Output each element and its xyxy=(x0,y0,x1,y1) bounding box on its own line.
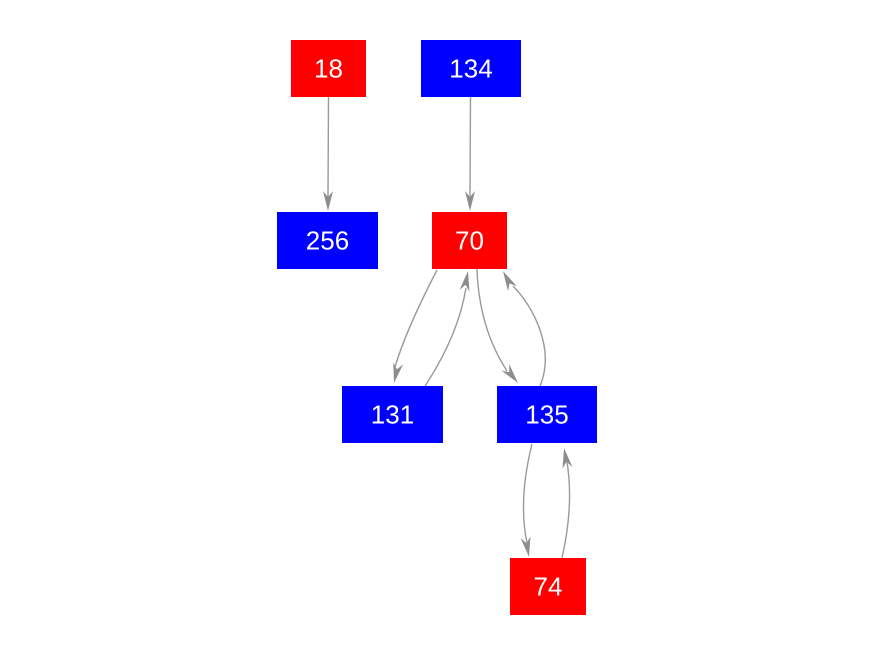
node-label: 70 xyxy=(455,226,484,256)
node-label: 74 xyxy=(534,572,563,602)
graph-node-256: 256 xyxy=(277,212,378,269)
node-box xyxy=(342,386,443,443)
edge-134-to-70 xyxy=(469,96,472,198)
arrowhead-131-to-70-icon xyxy=(459,271,470,292)
arrowhead-74-to-135-icon xyxy=(562,448,573,469)
node-label: 135 xyxy=(525,400,568,430)
graph-node-131: 131 xyxy=(342,386,443,443)
node-box xyxy=(277,212,378,269)
arrowhead-70-to-135-icon xyxy=(501,364,518,383)
graph-node-74: 74 xyxy=(510,558,586,615)
arrowhead-135-to-70-icon xyxy=(503,271,517,292)
arrowhead-18-to-256-icon xyxy=(323,191,333,211)
graph-node-70: 70 xyxy=(432,212,507,269)
edge-131-to-70 xyxy=(424,287,467,387)
node-label: 256 xyxy=(306,226,349,256)
node-box xyxy=(432,212,507,269)
node-box xyxy=(421,40,521,97)
node-box xyxy=(291,40,366,97)
edge-135-to-70 xyxy=(512,285,546,387)
edge-74-to-135 xyxy=(561,461,571,559)
node-label: 18 xyxy=(314,54,343,84)
node-label: 134 xyxy=(449,54,492,84)
edge-135-to-74 xyxy=(522,443,533,544)
node-label: 131 xyxy=(371,400,414,430)
graph-node-18: 18 xyxy=(291,40,366,97)
node-box xyxy=(497,386,597,443)
arrowhead-135-to-74-icon xyxy=(520,536,531,557)
graph-node-135: 135 xyxy=(497,386,597,443)
graph-node-134: 134 xyxy=(421,40,521,97)
edge-18-to-256 xyxy=(327,96,330,198)
edge-70-to-135 xyxy=(476,268,508,372)
arrowhead-134-to-70-icon xyxy=(465,191,475,211)
edge-70-to-131 xyxy=(394,269,438,368)
node-box xyxy=(510,558,586,615)
arrowhead-70-to-131-icon xyxy=(393,362,404,383)
